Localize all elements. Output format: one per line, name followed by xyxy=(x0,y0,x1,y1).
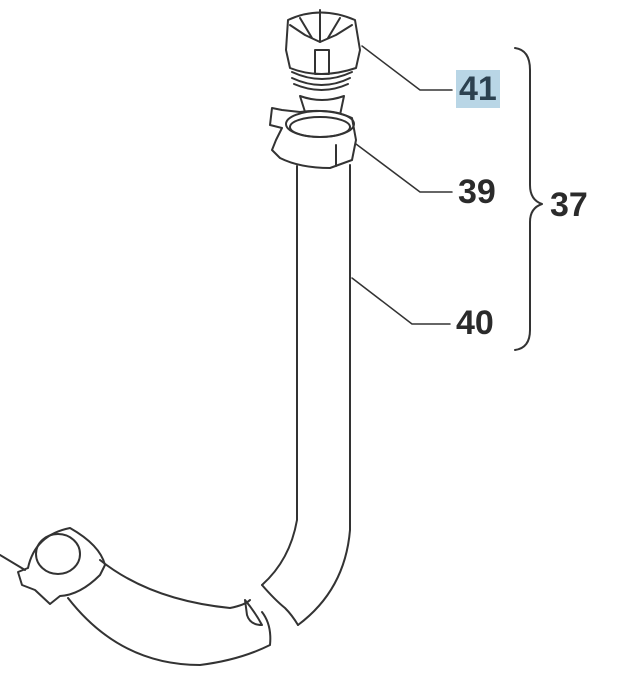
leader-line-41 xyxy=(361,45,453,91)
lower-fitting xyxy=(0,527,106,605)
group-brace xyxy=(514,47,543,351)
cap-part-41 xyxy=(285,9,361,120)
callout-40[interactable]: 40 xyxy=(456,304,494,342)
group-callout-37[interactable]: 37 xyxy=(550,186,588,224)
callout-39[interactable]: 39 xyxy=(458,173,496,211)
leader-line-40 xyxy=(351,277,451,325)
clamp-part-39 xyxy=(269,107,357,169)
hose-part-40 xyxy=(67,164,351,666)
leader-line-39 xyxy=(355,143,453,193)
callout-41[interactable]: 41 xyxy=(456,70,500,108)
